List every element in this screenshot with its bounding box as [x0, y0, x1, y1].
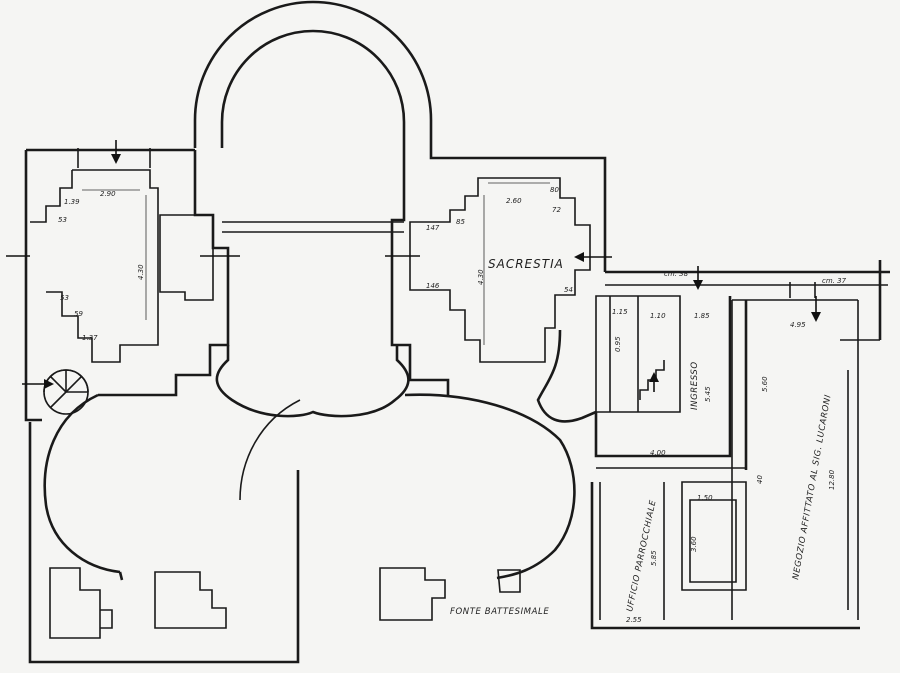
dim-label: 72 [552, 206, 561, 214]
dim-label: 53 [58, 216, 67, 224]
dim-label: 80 [550, 186, 559, 194]
dim-label: 5.45 [704, 386, 712, 402]
left-chapel [24, 148, 230, 422]
room-label-ingresso: INGRESSO [690, 361, 700, 410]
spiral-stair [43, 369, 89, 415]
dim-label: 1.37 [82, 334, 98, 342]
dim-label: cm. 37 [822, 277, 847, 285]
dim-label: 1.15 [612, 308, 628, 316]
right-annex [536, 260, 890, 620]
dim-label: cm. 38 [664, 270, 689, 278]
dim-label: 147 [426, 224, 440, 232]
dim-label: 3.60 [690, 536, 698, 552]
dim-label: 54 [564, 286, 573, 294]
dim-label: 12.80 [828, 469, 836, 490]
room-label-sacrestia: SACRESTIA [488, 257, 564, 271]
dim-label: 85 [456, 218, 465, 226]
dim-label: 1.10 [650, 312, 666, 320]
dim-label: 2.55 [626, 616, 642, 624]
dim-label: 4.00 [650, 449, 666, 457]
dim-label: 1.50 [697, 494, 713, 502]
front-walls [28, 422, 521, 664]
room-label-fonte: FONTE BATTESIMALE [450, 607, 549, 617]
dim-label: 4.30 [137, 264, 145, 280]
oval-nave [43, 345, 576, 581]
dim-label: 1.39 [64, 198, 80, 206]
sacristy-block [390, 150, 607, 395]
dim-label: 4.95 [790, 321, 806, 329]
dim-label: 4.30 [477, 269, 485, 285]
dim-label: 5.85 [650, 550, 658, 566]
dim-label: 40 [756, 475, 764, 484]
apse [193, 0, 433, 233]
dim-label: 5.60 [761, 376, 769, 392]
entry-arrows [6, 140, 821, 392]
dim-label: 0.95 [614, 336, 622, 352]
dim-label: 2.90 [100, 190, 116, 198]
lower-right-rooms [590, 481, 860, 630]
dim-label: 146 [426, 282, 440, 290]
dim-label: 1.85 [694, 312, 710, 320]
dim-label: 53 [60, 294, 69, 302]
dim-label: 59 [74, 310, 83, 318]
dim-label: 2.60 [506, 197, 522, 205]
